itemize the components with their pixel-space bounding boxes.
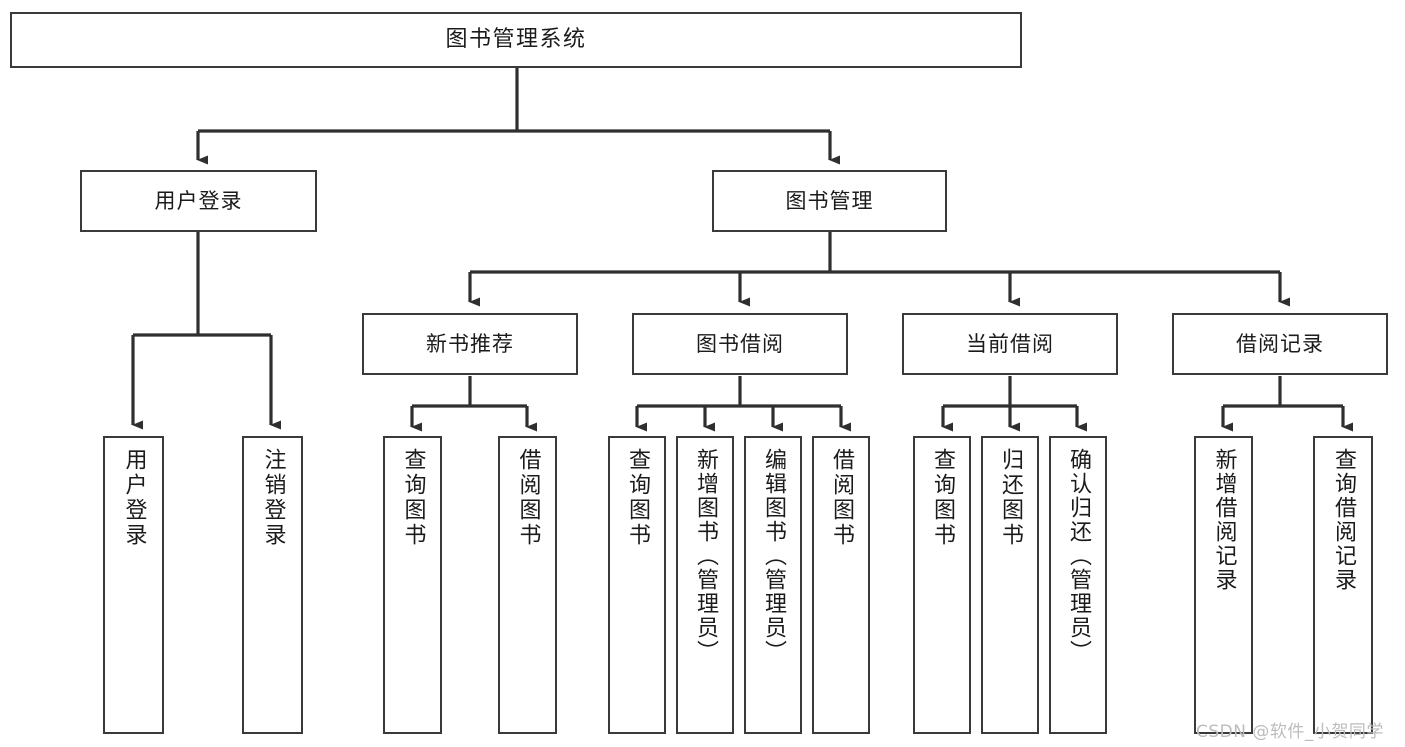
node-label: 新增借阅记录 <box>1211 448 1237 592</box>
node-label: 借阅图书 <box>829 448 854 548</box>
node-root-system[interactable]: 图书管理系统 <box>10 12 1022 68</box>
node-label: 用户登录 <box>121 448 147 548</box>
leaf-query-book-borrow[interactable]: 查询图书 <box>608 436 666 734</box>
leaf-query-borrow-record[interactable]: 查询借阅记录 <box>1313 436 1373 734</box>
leaf-query-book-current[interactable]: 查询图书 <box>913 436 971 734</box>
node-label: 用户登录 <box>154 188 243 213</box>
node-label: 查询图书 <box>625 448 650 548</box>
node-label: 借阅图书 <box>515 448 541 548</box>
leaf-add-borrow-record[interactable]: 新增借阅记录 <box>1194 436 1253 734</box>
node-label: 确认归还（管理员） <box>1066 448 1091 664</box>
node-book-manage[interactable]: 图书管理 <box>712 170 947 232</box>
node-label: 图书管理系统 <box>445 27 587 53</box>
node-label: 当前借阅 <box>966 331 1054 356</box>
node-label: 编辑图书（管理员） <box>761 448 786 664</box>
node-book-borrow[interactable]: 图书借阅 <box>632 313 848 375</box>
csdn-watermark: CSDN @软件_小贺同学 <box>1196 722 1384 742</box>
leaf-return-book[interactable]: 归还图书 <box>981 436 1039 734</box>
node-user-login[interactable]: 用户登录 <box>80 170 317 232</box>
node-label: 注销登录 <box>260 448 286 548</box>
leaf-confirm-return-admin[interactable]: 确认归还（管理员） <box>1049 436 1107 734</box>
node-label: 查询借阅记录 <box>1331 448 1356 592</box>
node-new-book-recommend[interactable]: 新书推荐 <box>362 313 578 375</box>
leaf-borrow-book-recommend[interactable]: 借阅图书 <box>498 436 557 734</box>
node-label: 图书管理 <box>785 188 874 213</box>
leaf-add-book-admin[interactable]: 新增图书（管理员） <box>676 436 734 734</box>
node-label: 新书推荐 <box>426 331 514 356</box>
node-current-borrow[interactable]: 当前借阅 <box>902 313 1118 375</box>
node-label: 归还图书 <box>998 448 1023 548</box>
leaf-borrow-book-borrow[interactable]: 借阅图书 <box>812 436 870 734</box>
node-label: 借阅记录 <box>1236 331 1324 356</box>
node-label: 查询图书 <box>400 448 426 548</box>
node-label: 新增图书（管理员） <box>693 448 718 664</box>
node-label: 图书借阅 <box>696 331 784 356</box>
leaf-logout-login[interactable]: 注销登录 <box>242 436 303 734</box>
leaf-user-login[interactable]: 用户登录 <box>103 436 164 734</box>
node-label: 查询图书 <box>930 448 955 548</box>
leaf-edit-book-admin[interactable]: 编辑图书（管理员） <box>744 436 802 734</box>
leaf-query-book-recommend[interactable]: 查询图书 <box>383 436 442 734</box>
node-borrow-record[interactable]: 借阅记录 <box>1172 313 1388 375</box>
